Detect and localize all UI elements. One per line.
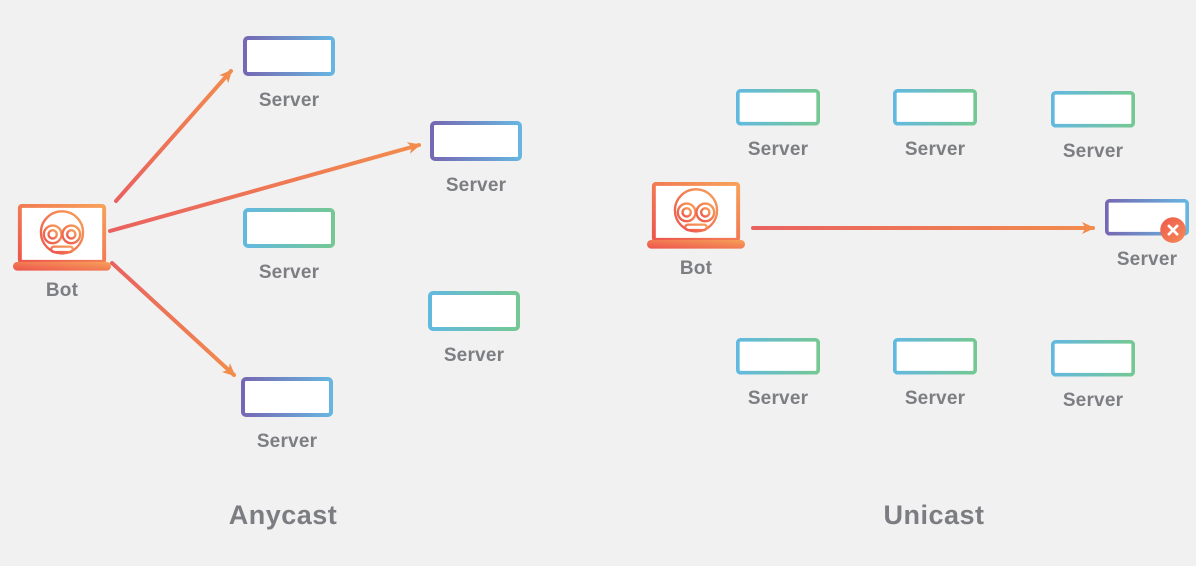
server-label: Server (443, 345, 505, 366)
server-icon (893, 338, 977, 386)
server-label: Server (1062, 389, 1124, 411)
server-icon (430, 121, 522, 173)
unicast-target-server: Server (1105, 199, 1189, 271)
unicast-server-2: Server (893, 89, 977, 161)
server-label: Server (1062, 140, 1124, 162)
server-label: Server (258, 262, 320, 283)
server-icon (428, 291, 520, 343)
server-icon (243, 208, 335, 260)
server-label: Server (747, 138, 809, 160)
bot-label: Bot (679, 257, 713, 279)
anycast-server-1: Server (243, 36, 335, 112)
server-label: Server (445, 175, 507, 196)
arrow-anycast-to-server-5 (110, 261, 236, 377)
server-icon (1051, 91, 1135, 139)
unicast-title: Unicast (883, 500, 985, 530)
server-icon (893, 89, 977, 137)
unicast-bot: Bot (645, 181, 747, 280)
server-icon (243, 36, 335, 88)
server-icon (1051, 340, 1135, 388)
anycast-server-3: Server (243, 208, 335, 284)
server-label: Server (258, 90, 320, 111)
anycast-title: Anycast (228, 500, 338, 530)
anycast-server-4: Server (428, 291, 520, 367)
arrow-anycast-to-server-1 (114, 69, 233, 203)
unicast-server-6: Server (893, 338, 977, 410)
unicast-server-7: Server (1051, 340, 1135, 412)
server-label: Server (747, 387, 809, 409)
server-label: Server (904, 387, 966, 409)
server-label: Server (256, 431, 318, 452)
error-x-icon (1160, 217, 1186, 243)
bot-label: Bot (45, 279, 79, 301)
server-icon (736, 89, 820, 137)
anycast-server-5: Server (241, 377, 333, 453)
server-label: Server (1116, 248, 1178, 270)
bot-laptop-icon (11, 203, 113, 278)
unicast-server-3: Server (1051, 91, 1135, 163)
server-label: Server (904, 138, 966, 160)
server-icon (1105, 199, 1189, 243)
anycast-bot: Bot (11, 203, 113, 302)
server-icon (736, 338, 820, 386)
anycast-server-2: Server (430, 121, 522, 197)
unicast-server-5: Server (736, 338, 820, 410)
bot-laptop-icon (645, 181, 747, 256)
unicast-server-1: Server (736, 89, 820, 161)
server-icon (241, 377, 333, 429)
